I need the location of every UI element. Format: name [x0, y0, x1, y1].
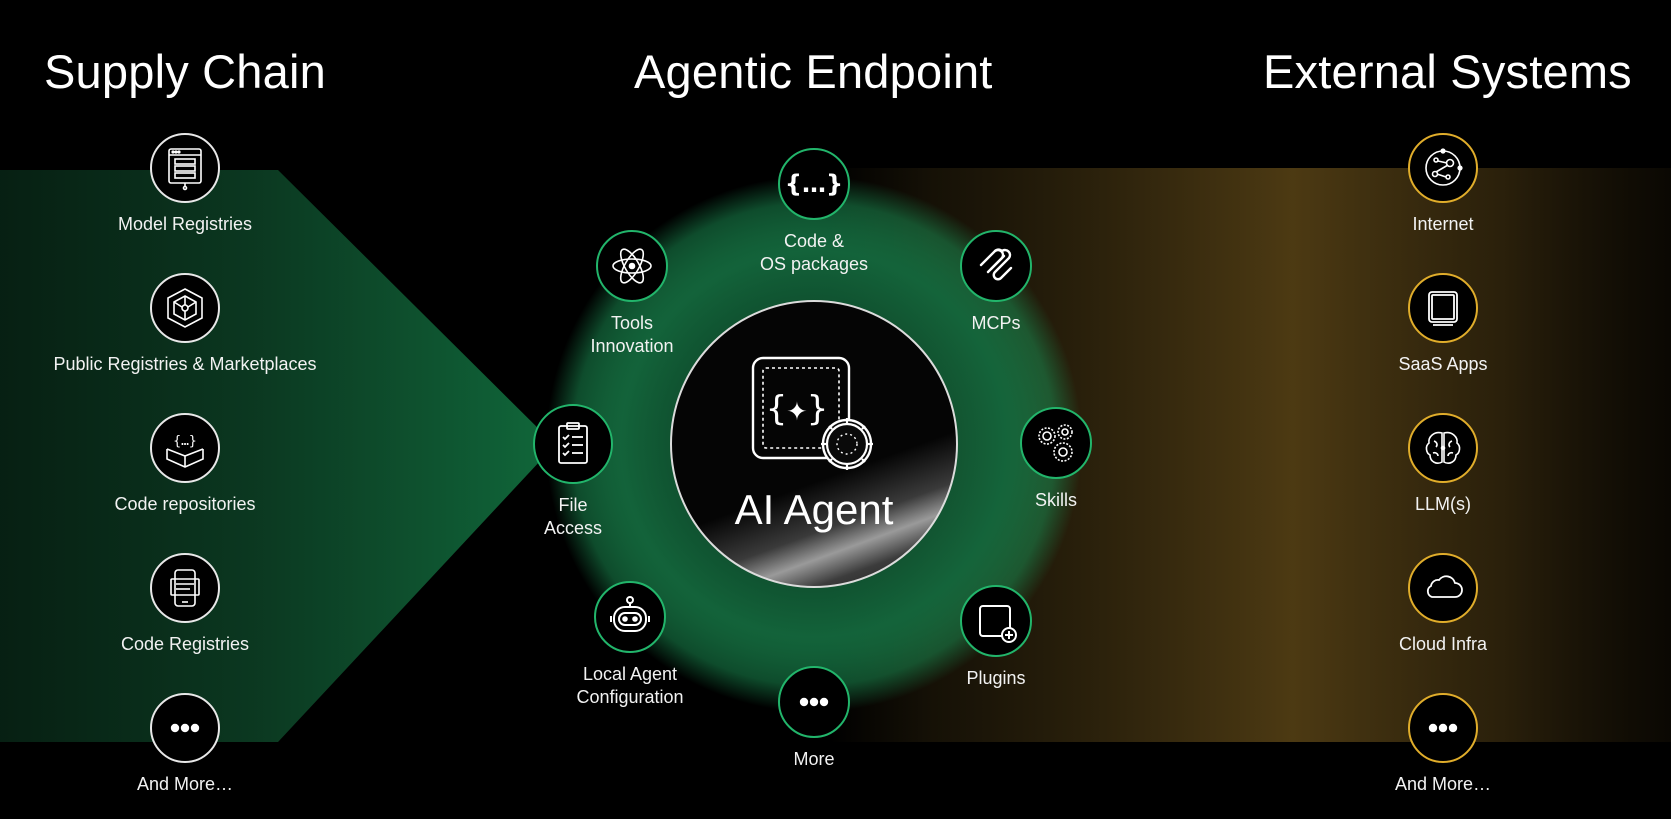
code-registries-icon [170, 569, 200, 607]
endpoint-item-skills[interactable]: Skills [926, 407, 1186, 512]
supply-item-label: Code Registries [120, 634, 250, 654]
network-globe-icon [1425, 148, 1463, 186]
external-item-label: And More… [1394, 774, 1492, 794]
code-repositories-icon: {…} [166, 434, 204, 468]
external-item-llms[interactable]: LLM(s) [1313, 413, 1573, 516]
endpoint-item-plugins[interactable]: Plugins [866, 585, 1126, 690]
supply-item-more[interactable]: And More… [55, 693, 315, 796]
external-item-saas-apps[interactable]: SaaS Apps [1313, 273, 1573, 376]
code-braces-icon: {…} [785, 170, 843, 198]
external-item-label: LLM(s) [1414, 494, 1471, 514]
external-systems-title: External Systems [1263, 45, 1632, 98]
endpoint-item-code-os-packages[interactable]: {…} Code &OS packages [684, 148, 944, 276]
svg-text:{…}: {…} [785, 170, 843, 198]
external-item-label: Internet [1412, 214, 1474, 234]
gears-icon [1038, 424, 1073, 462]
supply-item-label: Code repositories [114, 494, 256, 514]
supply-item-label: Model Registries [117, 214, 253, 234]
svg-text:{…}: {…} [173, 434, 196, 449]
ai-agent-icon: {✦} [751, 356, 873, 470]
svg-text:{✦}: {✦} [766, 389, 827, 429]
supply-item-code-repositories[interactable]: {…} Code repositories [55, 413, 315, 516]
checklist-icon [558, 422, 588, 464]
cloud-icon [1426, 575, 1463, 598]
external-item-label: Cloud Infra [1398, 634, 1488, 654]
app-window-icon [1428, 291, 1458, 326]
supply-item-label: And More… [136, 774, 234, 794]
brain-icon [1425, 431, 1461, 464]
mcp-icon [979, 248, 1013, 281]
endpoint-item-label: Skills [1034, 490, 1077, 510]
ai-agent-label: AI Agent [734, 486, 894, 533]
plugin-add-icon [979, 605, 1017, 643]
atom-icon [612, 248, 652, 284]
endpoint-item-more[interactable]: More [684, 666, 944, 771]
supply-item-public-registries[interactable]: Public Registries & Marketplaces [53, 273, 317, 376]
more-icon [799, 697, 829, 707]
supply-chain-title: Supply Chain [44, 45, 326, 98]
supply-item-model-registries[interactable]: Model Registries [55, 133, 315, 236]
external-item-more[interactable]: And More… [1313, 693, 1573, 796]
agentic-endpoint-title: Agentic Endpoint [634, 45, 993, 98]
external-item-internet[interactable]: Internet [1313, 133, 1573, 236]
public-registries-icon [167, 288, 203, 328]
more-icon [170, 723, 200, 733]
endpoint-item-mcps[interactable]: MCPs [866, 230, 1126, 335]
external-item-label: SaaS Apps [1398, 354, 1488, 374]
model-registries-icon [168, 148, 202, 191]
supply-item-code-registries[interactable]: Code Registries [55, 553, 315, 656]
more-icon [1428, 723, 1458, 733]
endpoint-item-label: MCPs [971, 313, 1021, 333]
robot-icon [610, 596, 650, 632]
endpoint-item-label: Plugins [966, 668, 1026, 688]
endpoint-item-label: Code &OS packages [759, 231, 869, 274]
supply-item-label: Public Registries & Marketplaces [53, 354, 317, 374]
ai-agent-core[interactable]: {✦} AI Agent [670, 300, 958, 588]
external-item-cloud-infra[interactable]: Cloud Infra [1313, 553, 1573, 656]
supply-glow-band [0, 170, 555, 742]
endpoint-item-label: More [793, 749, 835, 769]
